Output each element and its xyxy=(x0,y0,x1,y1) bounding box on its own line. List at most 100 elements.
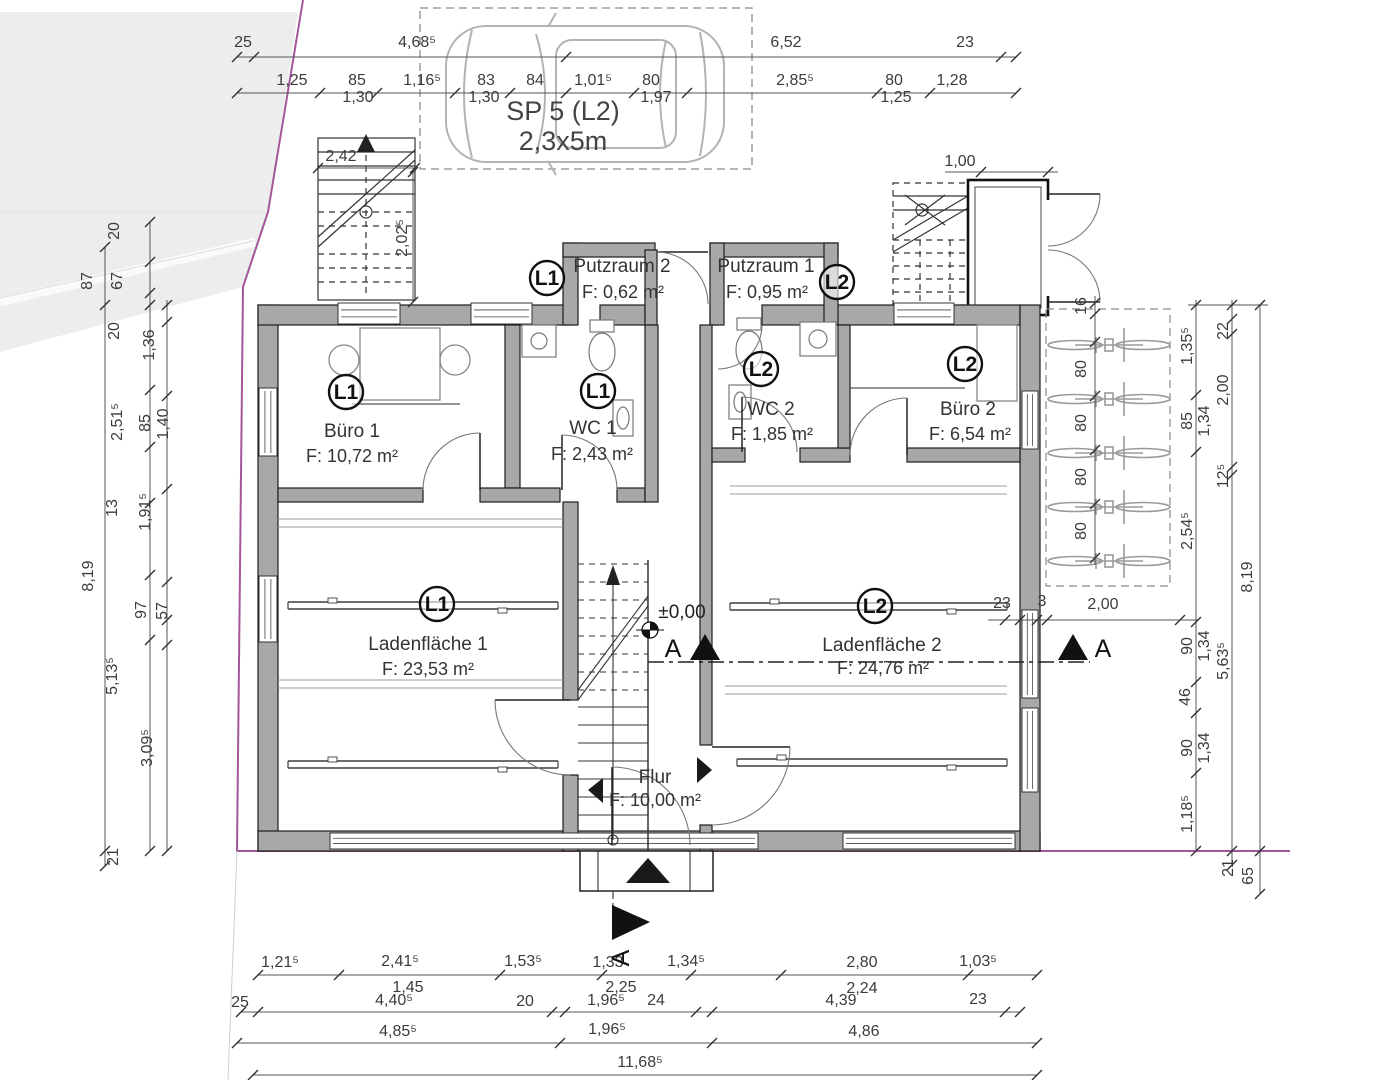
dimension-label: 1,91⁵ xyxy=(137,493,154,531)
dimension-label: 84 xyxy=(526,72,544,89)
dimension-tick xyxy=(560,87,572,99)
unit-badge-circle xyxy=(856,587,894,625)
dimension-label: 1,53⁵ xyxy=(504,953,542,970)
dimension-label: 5,63⁵ xyxy=(1215,642,1232,680)
dimension-tick xyxy=(924,87,936,99)
wall-segment xyxy=(504,324,521,489)
dimension-label: 8,19 xyxy=(1239,561,1256,592)
dimension-tick xyxy=(995,51,1007,63)
dimension-label: 23 xyxy=(956,34,974,51)
shelf-support xyxy=(497,607,508,614)
dimension-tick xyxy=(99,299,111,311)
dimension-label: 1,34 xyxy=(1196,732,1213,763)
dimension-tick xyxy=(231,87,243,99)
dimension-label: 85 xyxy=(348,72,366,89)
dimension-label: 1,03⁵ xyxy=(959,953,997,970)
dimension-tick xyxy=(1010,51,1022,63)
dimension-label: 80 xyxy=(642,72,660,89)
dimension-label: 1,34⁵ xyxy=(667,953,705,970)
dimension-tick xyxy=(1089,498,1101,510)
unit-badge-circle xyxy=(528,259,566,297)
room-name: Büro 1 xyxy=(324,421,380,442)
entrance-arrow xyxy=(626,858,670,883)
dimension-tick xyxy=(312,162,324,174)
window-frame xyxy=(337,302,401,325)
dimension-tick xyxy=(252,1006,264,1018)
wall-segment xyxy=(562,774,579,852)
dimension-tick xyxy=(494,969,506,981)
dimension-tick xyxy=(1190,767,1202,779)
dimension-tick xyxy=(685,969,697,981)
bike-icon xyxy=(1047,490,1171,524)
sanitary-wc1 xyxy=(521,319,634,437)
room-name: Ladenfläche 2 xyxy=(822,635,941,656)
dimension-label: 57 xyxy=(154,602,171,620)
dimension-tick xyxy=(546,1006,558,1018)
dimension-tick xyxy=(235,1006,247,1018)
dimension-tick xyxy=(144,256,156,268)
dimension-label: 87 xyxy=(79,272,96,290)
bike-pedals xyxy=(1104,446,1114,460)
dimension-label: 90 xyxy=(1179,637,1196,655)
dimension-tick xyxy=(144,845,156,857)
dimension-tick xyxy=(1226,313,1238,325)
dimension-tick xyxy=(1089,336,1101,348)
unit-badge-circle xyxy=(742,350,780,388)
dimension-label: 6,52 xyxy=(770,34,801,51)
dimension-label: 20 xyxy=(106,222,123,240)
room-area: F: 1,85 m² xyxy=(731,424,813,444)
window xyxy=(470,302,533,325)
dimension-tick xyxy=(962,969,974,981)
dimension-label: 2,85⁵ xyxy=(776,72,814,89)
window-frame xyxy=(842,832,1016,850)
unit-badge-circle xyxy=(946,345,984,383)
dimension-tick xyxy=(252,969,264,981)
dimension-label: 25 xyxy=(231,994,249,1011)
dimension-tick xyxy=(1226,859,1238,871)
entrance-box xyxy=(966,178,1101,317)
dimension-tick xyxy=(231,1037,243,1049)
bike-pedals xyxy=(1104,554,1114,568)
unit-badge-circle xyxy=(327,373,365,411)
dimension-label: 83 xyxy=(477,72,495,89)
section-triangle-right xyxy=(1058,634,1088,660)
dimension-tick xyxy=(1042,166,1054,178)
room-area: F: 10,00 m² xyxy=(609,790,701,810)
unit-badge-label: L2 xyxy=(953,353,978,376)
dimension-tick xyxy=(1010,87,1022,99)
dimension-label: 1,30 xyxy=(342,89,373,106)
window-frame xyxy=(1021,390,1039,450)
dimension-tick xyxy=(144,634,156,646)
dimension-label: 2,42 xyxy=(325,148,356,165)
room-name: Ladenfläche 1 xyxy=(368,634,487,655)
dimension-tick xyxy=(1226,845,1238,857)
dimension-tick xyxy=(1190,446,1202,458)
dimension-tick xyxy=(1014,1006,1026,1018)
dimension-tick xyxy=(999,1006,1011,1018)
dimension-tick xyxy=(99,845,111,857)
window-frame xyxy=(258,575,278,643)
dimension-tick xyxy=(1226,469,1238,481)
dimension-label: 1,18⁵ xyxy=(1179,795,1196,833)
dimension-tick xyxy=(1174,614,1186,626)
dimension-tick xyxy=(161,845,173,857)
dimension-tick xyxy=(1254,845,1266,857)
dimension-tick xyxy=(1190,676,1202,688)
room-area: F: 24,76 m² xyxy=(837,658,929,678)
dimension-tick xyxy=(1041,614,1053,626)
shelf-support xyxy=(776,754,787,761)
unit-badge-label: L1 xyxy=(334,381,359,404)
dimension-label: 1,34 xyxy=(1196,630,1213,661)
room-name: Putzraum 2 xyxy=(573,256,670,277)
dimension-tick xyxy=(1254,888,1266,900)
dimension-label: 8,19 xyxy=(80,560,97,591)
wall-segment xyxy=(479,487,561,503)
dimension-label: 65 xyxy=(1240,867,1257,885)
dimension-tick xyxy=(144,384,156,396)
